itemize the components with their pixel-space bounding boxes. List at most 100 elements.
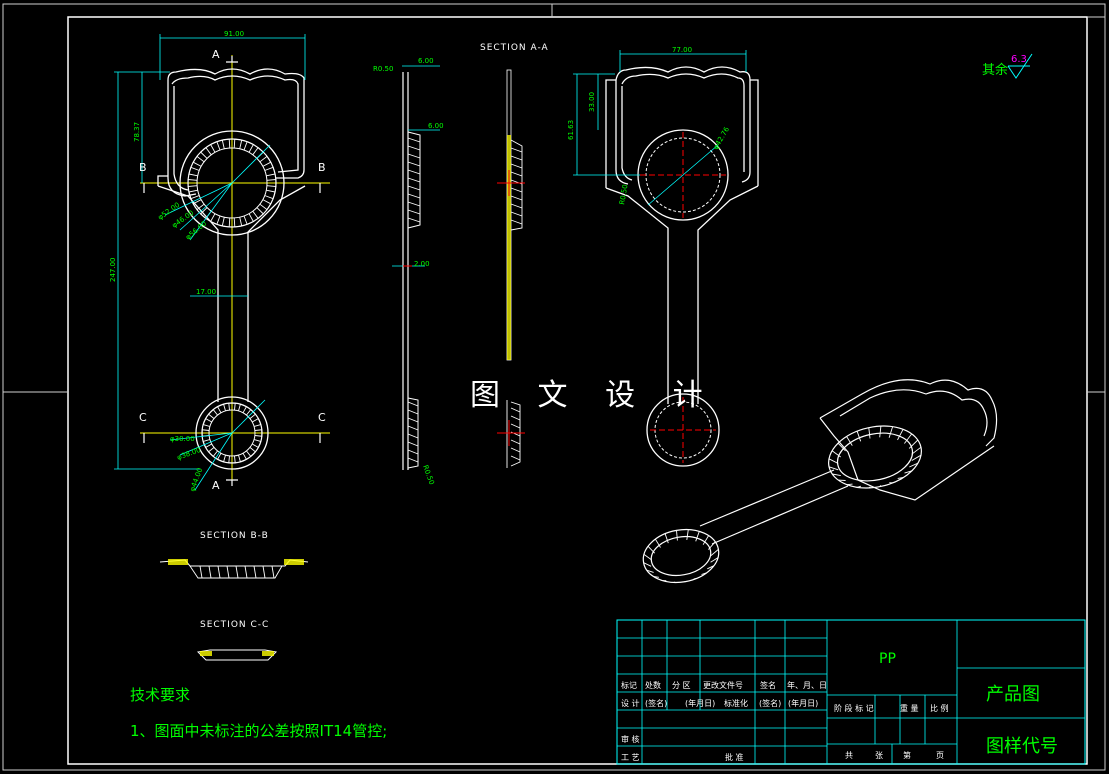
hatch-line (510, 155, 523, 161)
hatch-line (510, 423, 521, 429)
tb-process: 工 艺 (621, 753, 640, 762)
iso-ring-tooth (911, 454, 922, 461)
hatch-line (510, 211, 523, 217)
hatch-line (407, 153, 421, 159)
ring-tooth (228, 455, 236, 464)
ring-tooth (188, 189, 200, 200)
iso-ring-tooth (664, 533, 669, 544)
iso-ring-tooth (710, 557, 719, 563)
cut-mark-b-right: B (318, 161, 326, 174)
ring-tooth (200, 146, 212, 159)
hatch-line (510, 195, 523, 201)
tb-mark-5: 年、月、日 (787, 680, 827, 690)
iso-ring-tooth (846, 436, 853, 446)
section-cc-view: SECTION C-C (196, 620, 278, 661)
iso-ring-tooth (904, 470, 913, 474)
iso-ring-tooth (911, 446, 922, 455)
isometric-view (642, 379, 998, 584)
ring-tooth (209, 141, 221, 153)
hatch-line (510, 187, 523, 193)
tb-sheet-2: 第 (903, 750, 911, 760)
section-aa-label: SECTION A-A (480, 43, 549, 53)
dim-back-width: 77.00 (672, 46, 692, 54)
iso-ring-tooth (676, 530, 678, 541)
side-view: R0.50 6.00 6.00 2.00 R0.50 (373, 57, 444, 486)
dim-side-t1: R0.50 (373, 65, 393, 73)
iso-ring-tooth (695, 531, 700, 542)
hatch-line (407, 209, 421, 215)
iso-ring-tooth (686, 529, 689, 540)
hatch-line (407, 185, 421, 191)
iso-ring-tooth (837, 442, 846, 452)
dim-back-h1: 33.00 (588, 92, 596, 112)
watermark-text: 图 文 设 计 (470, 378, 717, 413)
ring-tooth (188, 166, 200, 177)
dim-front-stem: 17.00 (196, 288, 216, 296)
ring-tooth (251, 417, 262, 427)
iso-ring-tooth (643, 554, 652, 561)
cut-mark-c-right: C (318, 411, 326, 424)
iso-ring-tooth (655, 538, 661, 548)
tb-design-4: (签名) (759, 698, 781, 708)
hatch-line (407, 161, 421, 167)
hatch-line (407, 441, 419, 447)
ring-tooth (207, 447, 218, 458)
iso-ring-tooth (702, 535, 709, 545)
ring-tooth (233, 138, 243, 149)
dim-side-t4: 2.00 (414, 260, 430, 268)
ring-tooth (192, 199, 205, 211)
iso-ring-tooth (856, 431, 862, 442)
tb-design-2: (年月日) (685, 698, 715, 708)
hatch-line (510, 407, 521, 413)
cut-mark-b-left: B (139, 161, 147, 174)
hatch-line (407, 401, 419, 407)
section-tooth (199, 565, 203, 579)
tb-sheet-0: 共 (845, 751, 853, 760)
roughness-value: 6.3 (1011, 54, 1027, 65)
tb-design-3: 标准化 (724, 698, 748, 708)
hatch-line (407, 457, 419, 463)
title-block: PP 产品图 图样代号 标记 处数 分 区 更改文件号 签名 年、月、日 设 计… (616, 619, 1086, 765)
iso-ring-tooth (879, 485, 882, 487)
tb-sheet-3: 页 (936, 751, 944, 760)
ring-tooth (216, 452, 226, 463)
iso-ring-tooth (846, 483, 853, 486)
tb-mark-4: 签名 (760, 680, 776, 690)
section-aa-view: SECTION A-A (480, 43, 549, 468)
tb-review: 审 核 (621, 734, 640, 744)
iso-ring-tooth (897, 429, 904, 441)
hatch-line (510, 163, 523, 169)
ring-tooth (252, 207, 264, 220)
tb-sheet-1: 张 (875, 751, 883, 760)
iso-ring-tooth (707, 565, 715, 570)
inner-border (67, 16, 1088, 765)
dim-side-t5: R0.50 (421, 464, 436, 486)
iso-ring-tooth (888, 426, 894, 438)
hatch-line (510, 447, 521, 453)
dim-back-h2: 61.63 (567, 120, 575, 140)
iso-ring-tooth (868, 427, 871, 439)
hatch-line (510, 171, 523, 177)
roughness-prefix: 其余 (982, 62, 1008, 78)
iso-ring-tooth (831, 450, 841, 458)
section-tooth (208, 565, 212, 579)
section-tooth (226, 565, 230, 579)
tb-stage-1: 重 量 (900, 703, 919, 713)
cut-mark-c-left: C (139, 411, 147, 424)
iso-ring-tooth (908, 439, 919, 449)
tb-design-5: (年月日) (788, 698, 818, 708)
hatch-line (407, 201, 421, 207)
iso-ring-tooth (647, 545, 656, 554)
iso-ring-tooth (909, 462, 919, 468)
dim-front-d5: φ38.00 (176, 446, 202, 462)
tb-mark-1: 处数 (645, 680, 661, 690)
hatch-line (407, 409, 419, 415)
hatch-line (407, 177, 421, 183)
dim-front-d4: φ30.00 (170, 435, 195, 443)
section-tooth (253, 565, 257, 579)
iso-ring-tooth (857, 485, 862, 488)
dim-front-total: 247.00 (109, 258, 117, 283)
ring-tooth (264, 189, 276, 200)
ring-tooth (207, 408, 218, 419)
tb-design-1: (签名) (645, 698, 667, 708)
